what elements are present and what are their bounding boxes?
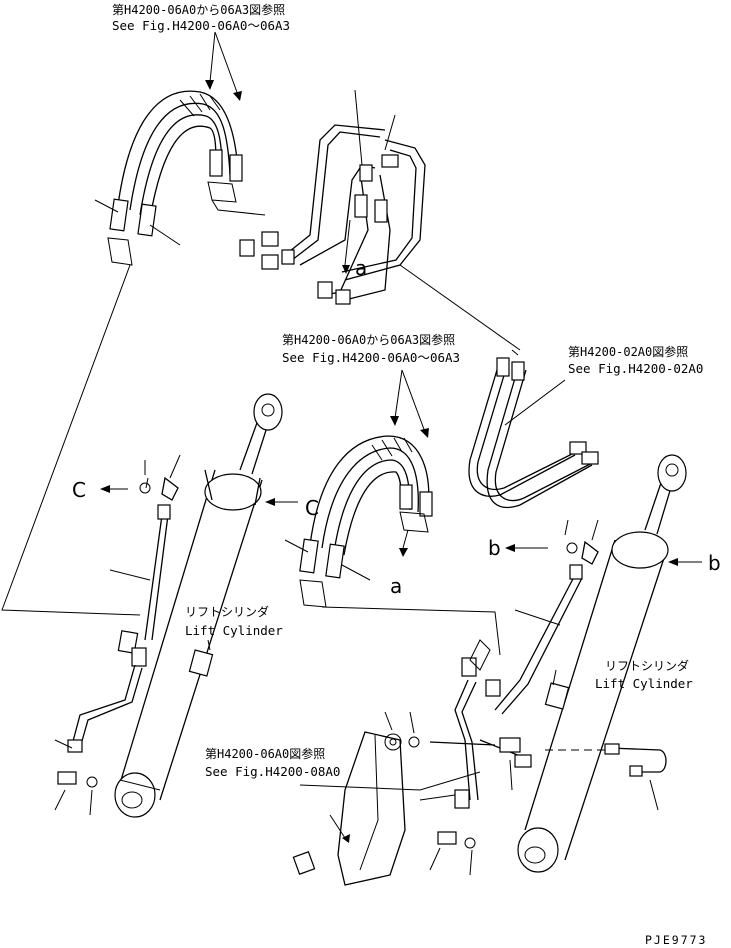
top-ref-jp: 第H4200-06A0から06A3図参照 <box>112 2 285 17</box>
marker-a-mid: a <box>390 574 402 598</box>
marker-c-mid: C <box>305 496 319 520</box>
bottom-bracket-wiring <box>292 711 667 886</box>
marker-b-right: b <box>708 551 721 575</box>
leader-lines <box>1 31 702 686</box>
left-cylinder-en: Lift Cylinder <box>185 623 283 638</box>
top-hose-bundle <box>94 90 243 266</box>
drawing-code: PJE9773 <box>645 933 707 947</box>
top-pipe-assembly <box>211 89 521 351</box>
left-lift-cylinder <box>114 393 283 818</box>
bottom-ref-jp: 第H4200-06A0図参照 <box>205 746 325 761</box>
right-lift-cylinder <box>517 454 687 873</box>
mid-hose-bundle <box>284 435 433 608</box>
right-ref-en: See Fig.H4200-02A0 <box>568 361 703 376</box>
bottom-ref-en: See Fig.H4200-08A0 <box>205 764 340 779</box>
right-ref-jp: 第H4200-02A0図参照 <box>568 344 688 359</box>
left-cylinder-jp: リフトシリンダ <box>185 604 269 619</box>
top-ref-en: See Fig.H4200-06A0～06A3 <box>112 18 290 33</box>
right-cylinder-en: Lift Cylinder <box>595 676 693 691</box>
mid-ref-jp: 第H4200-06A0から06A3図参照 <box>282 332 455 347</box>
marker-b-left: b <box>488 536 501 560</box>
left-hose-fittings <box>54 454 181 816</box>
marker-c-left: C <box>72 478 86 502</box>
marker-a-top: a <box>355 256 367 280</box>
right-cylinder-jp: リフトシリンダ <box>605 658 689 673</box>
mid-ref-en: See Fig.H4200-06A0～06A3 <box>282 350 460 365</box>
right-hose-fittings <box>437 519 599 849</box>
right-u-hoses <box>468 357 599 509</box>
